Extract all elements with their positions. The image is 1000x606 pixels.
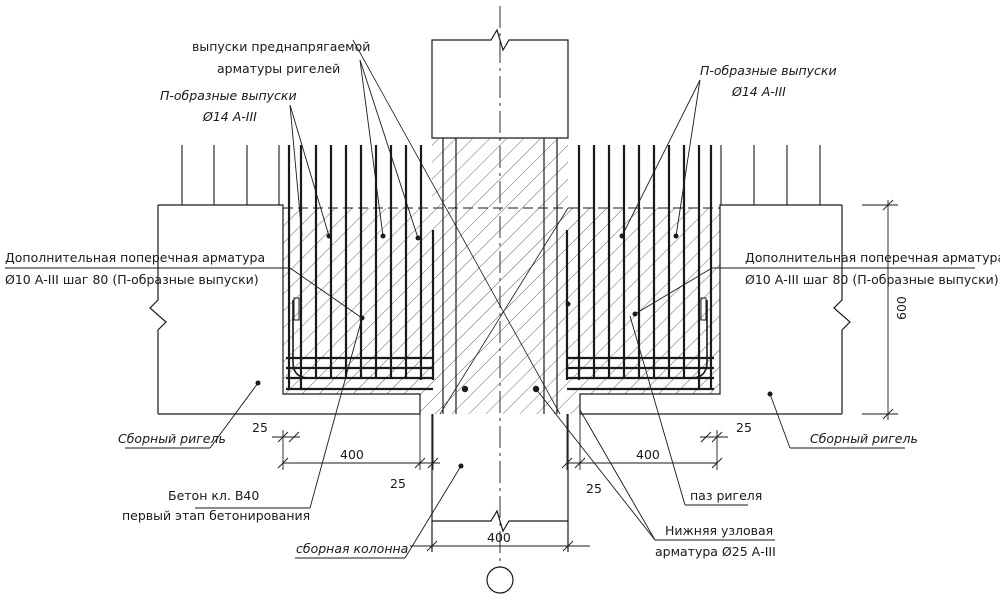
right-beam-outlets	[720, 145, 821, 205]
leader-lines	[5, 59, 975, 559]
dim-left-25-bottom: 25	[390, 476, 406, 491]
label-u-outlets-left-2: Ø14 А-III	[202, 109, 257, 124]
dim-left-400: 400	[340, 447, 364, 462]
label-precast-beam-right: Сборный ригель	[810, 431, 918, 446]
label-u-outlets-left-1: П-образные выпуски	[160, 88, 297, 103]
label-concrete-1: Бетон кл. В40	[168, 488, 259, 503]
label-add-rebar-left-2: Ø10 А-III шаг 80 (П-образные выпуски)	[5, 272, 259, 287]
right-u-hook	[675, 300, 708, 379]
dim-right-400: 400	[636, 447, 660, 462]
left-beam-outlets	[181, 145, 280, 205]
right-joint-rebar	[565, 145, 714, 391]
dim-height-600: 600	[894, 296, 909, 320]
right-beam-outline	[579, 204, 851, 415]
label-prestressed-outlets-1: выпуски преднапрягаемой	[192, 39, 370, 54]
label-concrete-2: первый этап бетонирования	[122, 508, 310, 523]
label-u-outlets-right-1: П-образные выпуски	[700, 63, 837, 78]
label-precast-column: сборная колонна	[296, 541, 408, 556]
diagonal-line-2	[439, 207, 569, 415]
leader-dots	[255, 233, 773, 469]
dim-right-25-bottom: 25	[586, 481, 602, 496]
label-add-rebar-left-1: Дополнительная поперечная арматура	[5, 250, 265, 265]
left-u-hook	[292, 300, 325, 379]
label-prestressed-outlets-2: арматуры ригелей	[217, 61, 340, 76]
left-beam-outline	[149, 204, 421, 415]
axis-bubble	[486, 566, 514, 594]
label-add-rebar-right-1: Дополнительная поперечная арматура	[745, 250, 1000, 265]
label-u-outlets-right-2: Ø14 А-III	[731, 84, 786, 99]
dimension-lines	[272, 199, 898, 552]
joint-concrete-fill	[283, 138, 720, 414]
label-bottom-rebar-2: арматура Ø25 А-III	[655, 544, 776, 559]
label-precast-beam-left: Сборный ригель	[118, 431, 226, 446]
left-hook-detail	[293, 297, 300, 321]
dim-right-25-top: 25	[736, 420, 752, 435]
label-beam-groove: паз ригеля	[690, 488, 762, 503]
label-bottom-rebar-1: Нижняя узловая	[665, 523, 773, 538]
column-break-line	[432, 509, 568, 533]
right-hook-detail	[700, 297, 707, 321]
label-add-rebar-right-2: Ø10 А-III шаг 80 (П-образные выпуски)	[745, 272, 999, 287]
dim-left-25-top: 25	[252, 420, 268, 435]
dim-bottom-400: 400	[487, 530, 511, 545]
